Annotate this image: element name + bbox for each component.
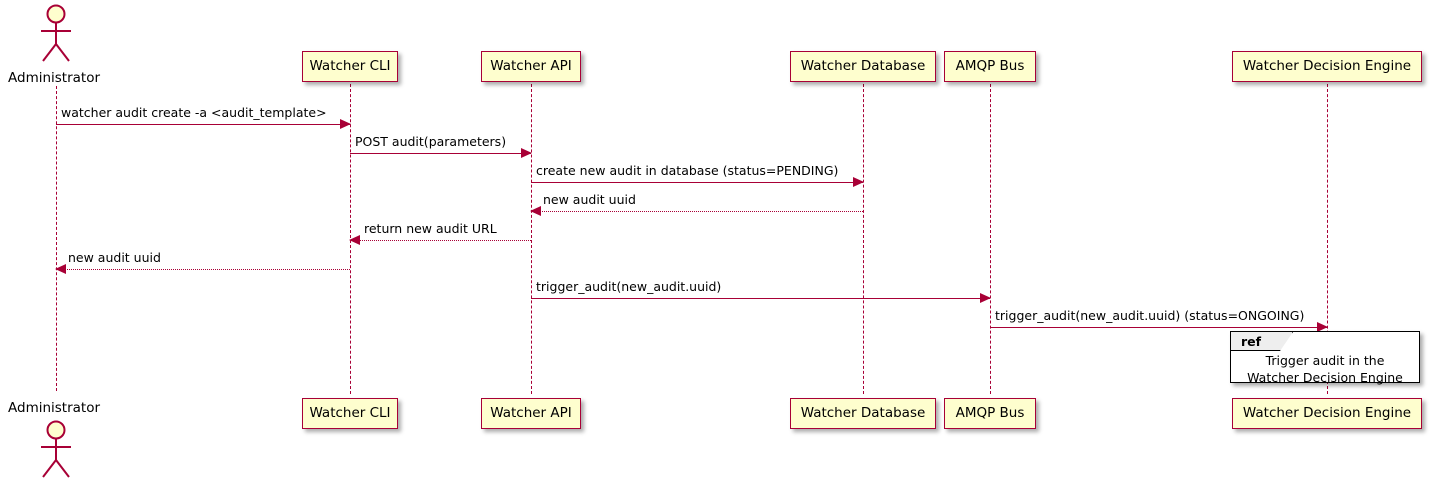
message-line [56,269,350,270]
participant-amqp-bus-top[interactable]: AMQP Bus [944,51,1036,82]
participant-watcher-decision-engine-bottom[interactable]: Watcher Decision Engine [1232,398,1422,429]
lifeline-administrator [56,86,57,391]
message-label: trigger_audit(new_audit.uuid) [536,279,722,294]
message-label: new audit uuid [543,192,636,207]
actor-figure-icon [41,4,71,62]
arrowhead-right-icon [980,293,991,303]
ref-fragment-tab-label: ref [1231,332,1293,351]
arrowhead-right-icon [1317,322,1328,332]
message-line [990,327,1327,328]
lifeline-amqp-bus [990,84,991,394]
arrowhead-left-icon [349,235,360,245]
participant-watcher-api-bottom[interactable]: Watcher API [481,398,581,429]
message-label: create new audit in database (status=PEN… [536,163,839,178]
message-label: new audit uuid [68,250,161,265]
participant-watcher-database-bottom[interactable]: Watcher Database [790,398,936,429]
message-line [531,298,990,299]
message-line [56,124,350,125]
message-label: return new audit URL [364,221,497,236]
lifeline-watcher-api [531,84,532,394]
message-label: watcher audit create -a <audit_template> [61,105,327,120]
participant-watcher-cli-bottom[interactable]: Watcher CLI [302,398,398,429]
message-line [350,153,531,154]
message-label: trigger_audit(new_audit.uuid) (status=ON… [995,308,1305,323]
actor-figure-icon [41,420,71,478]
arrowhead-right-icon [521,148,532,158]
actor-label-administrator-bottom: Administrator [8,400,101,416]
ref-fragment[interactable]: ref Trigger audit in the Watcher Decisio… [1230,331,1420,386]
lifeline-watcher-decision-engine [1327,84,1328,394]
actor-label-administrator-top: Administrator [8,70,101,86]
ref-fragment-body-line-2: Watcher Decision Engine [1247,369,1403,385]
message-line [350,240,531,241]
arrowhead-right-icon [853,177,864,187]
ref-fragment-body-line-1: Trigger audit in the [1265,353,1385,368]
message-line [531,211,863,212]
participant-watcher-decision-engine-top[interactable]: Watcher Decision Engine [1232,51,1422,82]
message-line [531,182,863,183]
participant-amqp-bus-bottom[interactable]: AMQP Bus [944,398,1036,429]
message-label: POST audit(parameters) [355,134,507,149]
actor-administrator-bottom [34,420,79,480]
participant-watcher-database-top[interactable]: Watcher Database [790,51,936,82]
ref-fragment-body: Trigger audit in the Watcher Decision En… [1231,353,1419,386]
participant-watcher-cli-top[interactable]: Watcher CLI [302,51,398,82]
arrowhead-left-icon [55,264,66,274]
arrowhead-left-icon [530,206,541,216]
lifeline-watcher-database [863,84,864,394]
arrowhead-right-icon [340,119,351,129]
actor-administrator-top [34,4,79,64]
participant-watcher-api-top[interactable]: Watcher API [481,51,581,82]
